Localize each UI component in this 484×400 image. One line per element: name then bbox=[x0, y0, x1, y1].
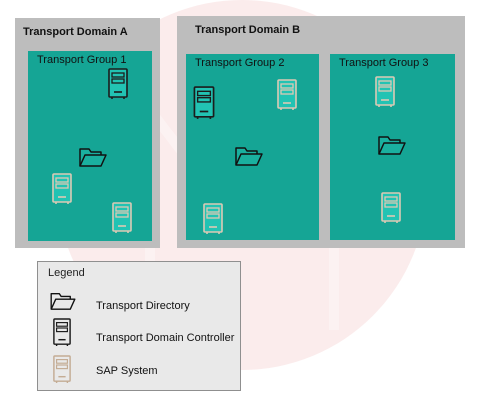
folder-icon bbox=[78, 146, 108, 168]
legend-label-transport-directory: Transport Directory bbox=[96, 300, 190, 312]
transport-domain-a: Transport Domain A Transport Group 1 bbox=[15, 18, 160, 248]
transport-domain-b: Transport Domain B Transport Group 2 Tra… bbox=[177, 16, 465, 248]
server-light-icon bbox=[52, 173, 72, 205]
domain-b-title: Transport Domain B bbox=[195, 24, 301, 36]
server-light-icon bbox=[375, 76, 395, 108]
server-light-icon bbox=[277, 79, 297, 111]
server-dark-icon bbox=[108, 68, 128, 100]
server-dark-icon bbox=[193, 86, 215, 120]
legend-label-transport-domain-controller: Transport Domain Controller bbox=[96, 332, 235, 344]
legend-title: Legend bbox=[48, 267, 85, 279]
folder-icon bbox=[377, 134, 407, 156]
server-dark-icon bbox=[53, 318, 71, 347]
server-light-icon bbox=[203, 203, 223, 235]
group-2-title: Transport Group 2 bbox=[195, 57, 285, 69]
transport-group-2: Transport Group 2 bbox=[186, 54, 319, 240]
group-1-title: Transport Group 1 bbox=[37, 54, 127, 66]
group-3-title: Transport Group 3 bbox=[339, 57, 429, 69]
server-light-icon bbox=[112, 202, 132, 234]
folder-icon bbox=[49, 291, 77, 311]
transport-group-1: Transport Group 1 bbox=[28, 51, 152, 241]
server-light-icon bbox=[53, 355, 71, 384]
folder-icon bbox=[234, 145, 264, 167]
legend-label-sap-system: SAP System bbox=[96, 365, 158, 377]
legend: Legend Transport Directory Transport Dom… bbox=[37, 261, 241, 391]
domain-a-title: Transport Domain A bbox=[23, 26, 128, 38]
transport-group-3: Transport Group 3 bbox=[330, 54, 455, 240]
server-light-icon bbox=[381, 192, 401, 224]
